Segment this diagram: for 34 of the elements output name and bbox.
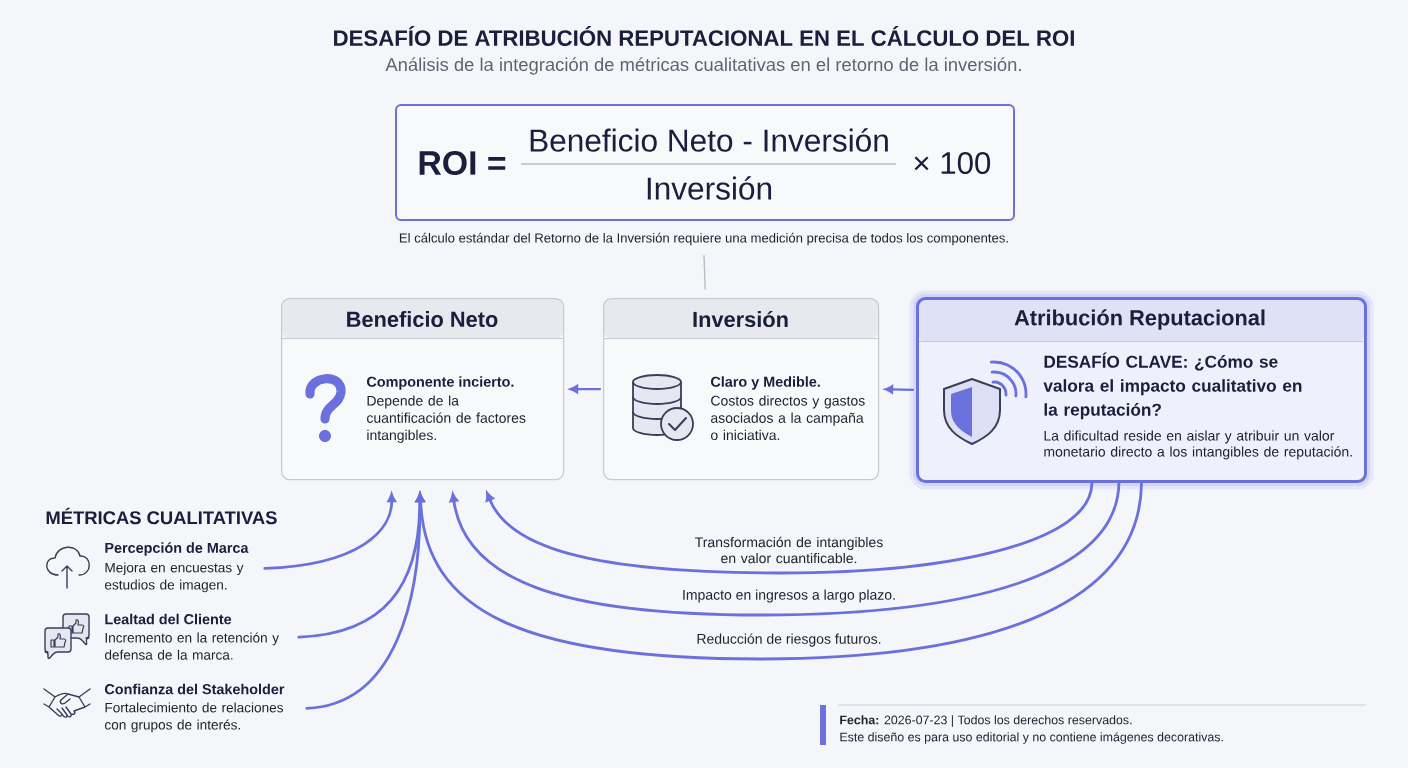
card-subtitle: Componente incierto. — [367, 376, 514, 390]
formula-text: × 100 — [914, 151, 991, 175]
card-text: Depende de la cuantificación de factores intangibles. — [367, 395, 526, 443]
footer-text: Este diseño es para uso editorial y no contiene imágenes decorativas. — [840, 732, 1223, 744]
card-subtitle: Claro y Medible. — [711, 376, 820, 390]
footer-text: Fecha: 2026-07-23 | Todos los derechos reservados. — [840, 715, 1132, 727]
formula-text: ROI = — [419, 151, 506, 175]
numerator: Beneficio Neto - Inversión — [530, 128, 888, 152]
card-title: Inversión — [693, 310, 788, 328]
card-title: Atribución Reputacional — [1014, 309, 1265, 330]
card-title: Beneficio Neto — [347, 311, 498, 327]
card-subtitle: DESAFÍO CLAVE: ¿Cómo se valora el impacto cualitativo en la reputación? — [1043, 352, 1302, 420]
item-text: Mejora en encuestas y estudios de imagen. — [104, 562, 244, 593]
item-title: Percepción de Marca — [105, 542, 249, 556]
arrow — [569, 384, 602, 394]
title: DESAFÍO DE ATRIBUCIÓN REPUTACIONAL EN EL CÁLCULO DEL ROI — [334, 26, 1074, 46]
arrow — [884, 385, 915, 394]
subtitle: Análisis de la integración de métricas cualitativas en el retorno de la inversión. — [385, 57, 1021, 75]
curved-arrow — [485, 481, 1094, 575]
connector-line — [703, 254, 706, 290]
item-text: Incremento en la retención y defensa de la marca. — [104, 632, 279, 660]
item-title: Confianza del Stakeholder — [105, 683, 285, 695]
item-text: Fortalecimiento de relaciones con grupos de interés. — [104, 702, 283, 733]
edge-label: Transformación de intangibles en valor cuantificable. — [688, 534, 890, 566]
section-heading: MÉTRICAS CUALITATIVAS — [46, 507, 277, 525]
item-title: Lealtad del Cliente — [105, 613, 232, 625]
denominator: Inversión — [647, 176, 772, 200]
edge-label: Impacto en ingresos a largo plazo. — [679, 587, 899, 605]
edge-label: Reducción de riesgos futuros. — [694, 631, 884, 649]
curved-arrow — [449, 481, 1121, 617]
note-text: El cálculo estándar del Retorno de la Inversión requiere una medición precisa de todos los componentes. — [399, 232, 1008, 246]
card-text: Costos directos y gastos asociados a la campaña o iniciativa. — [711, 395, 865, 441]
curved-arrow — [416, 481, 1143, 661]
card-text: La dificultad reside en aislar y atribuir un valor monetario directo a los intangibles de reputación. — [1044, 430, 1352, 460]
